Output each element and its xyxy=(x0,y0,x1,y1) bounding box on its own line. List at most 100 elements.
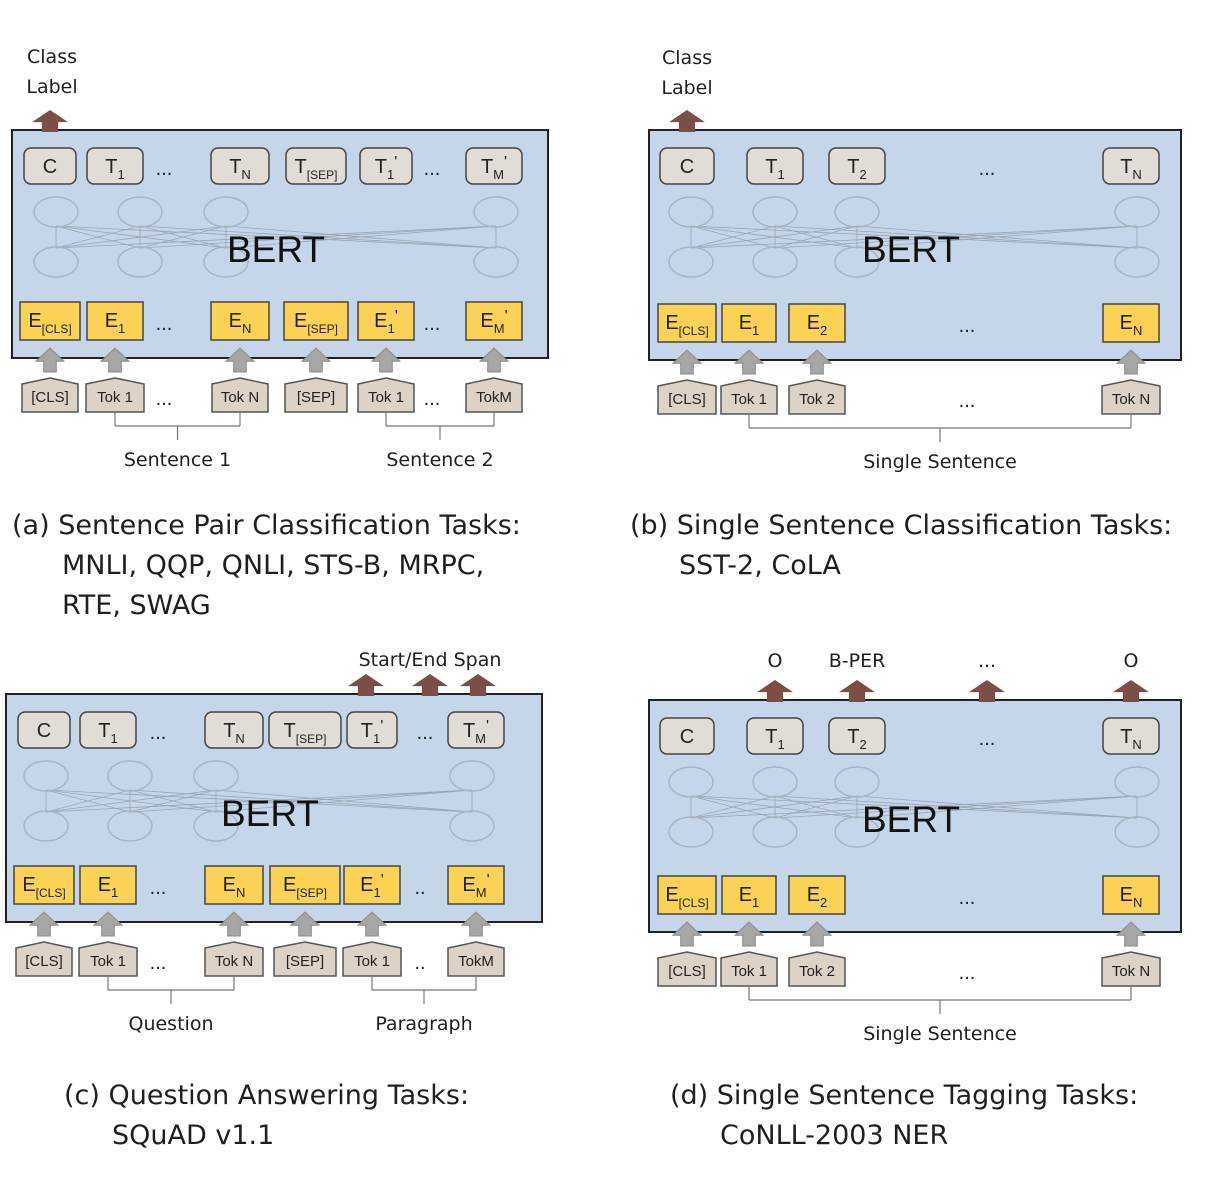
token-3-box xyxy=(284,377,348,413)
token-3-box xyxy=(1101,379,1161,415)
output-box-2 xyxy=(210,147,270,185)
output-box-3 xyxy=(1102,717,1160,755)
embedding-box-2 xyxy=(210,301,270,341)
token-2-label: Tok N xyxy=(215,953,253,970)
embedding-ellipsis: ... xyxy=(959,887,976,909)
attention-line xyxy=(225,225,497,249)
embedding-ellipsis: ... xyxy=(424,313,441,335)
embedding-box-2 xyxy=(788,875,846,915)
output-box-3 xyxy=(1102,147,1160,185)
embedding-label-0: E[CLS] xyxy=(665,884,708,910)
embedding-label-4: E1' xyxy=(374,308,398,336)
hidden-node-upper xyxy=(33,196,79,228)
token-5-box xyxy=(447,941,505,977)
attention-line xyxy=(774,795,1138,819)
class-label-line-1: Class xyxy=(27,46,77,68)
token-0-box xyxy=(21,377,79,413)
token-0-label: [CLS] xyxy=(31,389,69,406)
embedding-box-0 xyxy=(657,875,717,915)
embedding-box-1 xyxy=(721,303,777,343)
attention-line xyxy=(856,795,1138,819)
hidden-node-lower xyxy=(1114,246,1160,278)
hidden-node-lower xyxy=(107,810,153,842)
output-arrow-2 xyxy=(969,680,1005,702)
output-label-3: TN xyxy=(1120,156,1142,182)
caption-d-line-1: (d) Single Sentence Tagging Tasks: xyxy=(670,1080,1139,1111)
output-ellipsis: ... xyxy=(150,722,167,744)
token-1-box xyxy=(78,941,138,977)
output-label-1: T1 xyxy=(98,720,117,746)
attention-line xyxy=(690,795,1138,819)
embedding-ellipsis: ... xyxy=(959,315,976,337)
hidden-node-upper xyxy=(117,196,163,228)
output-label-1: T1 xyxy=(765,156,784,182)
attention-line xyxy=(129,789,473,813)
output-box-2 xyxy=(828,717,886,755)
output-box-1 xyxy=(79,711,137,749)
output-ellipsis: ... xyxy=(424,158,441,180)
output-box-1 xyxy=(86,147,144,185)
input-arrow-3 xyxy=(1115,921,1147,947)
tag-label-3: O xyxy=(1124,650,1139,672)
output-box-0 xyxy=(23,147,77,185)
hidden-node-lower xyxy=(203,246,249,278)
output-label-1: T1 xyxy=(765,726,784,752)
embedding-label-2: EN xyxy=(229,310,252,336)
attention-line xyxy=(690,225,1138,249)
group-label-1: Paragraph xyxy=(375,1013,472,1035)
embedding-label-2: EN xyxy=(223,874,246,900)
embedding-box-1 xyxy=(86,301,144,341)
embedding-label-2: E2 xyxy=(807,312,828,338)
token-2-label: Tok N xyxy=(221,389,259,406)
embedding-ellipsis: ... xyxy=(150,877,167,899)
class-label-line-2: Label xyxy=(661,77,712,99)
bert-label: BERT xyxy=(862,229,960,270)
embedding-label-4: E1' xyxy=(360,872,384,900)
input-arrow-2 xyxy=(224,347,256,373)
embedding-label-0: E[CLS] xyxy=(22,874,65,900)
caption-a: (a) Sentence Pair Classification Tasks: … xyxy=(12,506,521,626)
output-ellipsis: ... xyxy=(417,722,434,744)
hidden-node-lower xyxy=(1114,816,1160,848)
hidden-node-upper xyxy=(23,760,69,792)
input-arrow-1 xyxy=(733,921,765,947)
embedding-box-3 xyxy=(1102,875,1160,915)
caption-a-line-2: MNLI, QQP, QNLI, STS-B, MRPC, xyxy=(62,550,485,581)
attention-line xyxy=(139,225,497,249)
embedding-box-5 xyxy=(465,301,523,341)
attention-line xyxy=(55,225,141,249)
embedding-ellipsis: .. xyxy=(414,877,425,899)
hidden-node-upper xyxy=(1114,766,1160,798)
embedding-label-0: E[CLS] xyxy=(665,312,708,338)
output-label-3: T[SEP] xyxy=(295,156,338,182)
attention-line xyxy=(55,225,497,249)
output-label-1: T1 xyxy=(105,156,124,182)
output-label-3: TN xyxy=(1120,726,1142,752)
attention-line xyxy=(45,789,217,813)
caption-b: (b) Single Sentence Classification Tasks… xyxy=(630,506,1172,586)
token-5-label: TokM xyxy=(458,953,494,970)
token-0-box xyxy=(15,941,73,977)
token-3-label: [SEP] xyxy=(297,389,335,406)
embedding-box-5 xyxy=(447,865,505,905)
hidden-node-lower xyxy=(668,246,714,278)
caption-d-line-2: CoNLL-2003 NER xyxy=(720,1120,949,1151)
embedding-label-3: EN xyxy=(1120,884,1143,910)
output-arrow-0 xyxy=(32,110,68,132)
output-box-1 xyxy=(746,147,804,185)
token-0-box xyxy=(657,951,717,987)
span-label: Start/End Span xyxy=(359,649,502,671)
output-label-2: TN xyxy=(223,720,245,746)
embedding-box-0 xyxy=(19,301,81,341)
hidden-node-upper xyxy=(752,766,798,798)
embedding-label-1: E1 xyxy=(98,874,119,900)
attention-line xyxy=(774,225,858,249)
output-label-2: T2 xyxy=(847,726,866,752)
token-4-box xyxy=(357,377,415,413)
output-box-3 xyxy=(285,147,347,185)
token-1-label: Tok 1 xyxy=(90,953,126,970)
